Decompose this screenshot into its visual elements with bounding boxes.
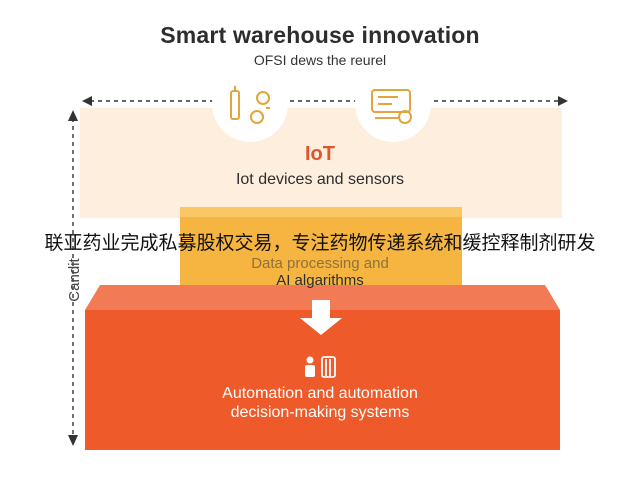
height-arrow-top-head: [68, 110, 78, 121]
iot-layer-title: IoT: [305, 143, 335, 165]
ai-layer-description-line1: Data processing and: [251, 255, 389, 272]
sensor-icon: [230, 86, 270, 124]
overlay-caption-banner: 联亚药业完成私募股权交易，专注药物传递系统和缓控释制剂研发: [44, 232, 596, 254]
height-arrow-bottom-head: [68, 435, 78, 446]
width-arrow-left-head: [82, 96, 92, 106]
device-icon: [371, 89, 412, 124]
automation-layer-top: [85, 285, 560, 310]
icon-circle-right: [355, 66, 431, 142]
iot-layer-description: Iot devices and sensors: [235, 171, 405, 188]
automation-layer-description-line1: Automation and automation: [222, 385, 418, 402]
storage-rack-icon: [321, 356, 336, 378]
ai-layer-description-line2: AI algarithms: [276, 272, 364, 289]
diagram-title: Smart warehouse innovation: [160, 22, 480, 48]
icon-circle-left: [212, 66, 288, 142]
down-arrow: [300, 300, 342, 335]
diagram-subtitle: OFSI dews the reurel: [253, 52, 387, 68]
iot-layer-background: [80, 108, 562, 218]
worker-icon: [305, 356, 315, 377]
automation-layer-description-line2: decision-making systems: [230, 404, 410, 421]
width-arrow-right-head: [558, 96, 568, 106]
ai-layer-highlight: [180, 207, 462, 217]
